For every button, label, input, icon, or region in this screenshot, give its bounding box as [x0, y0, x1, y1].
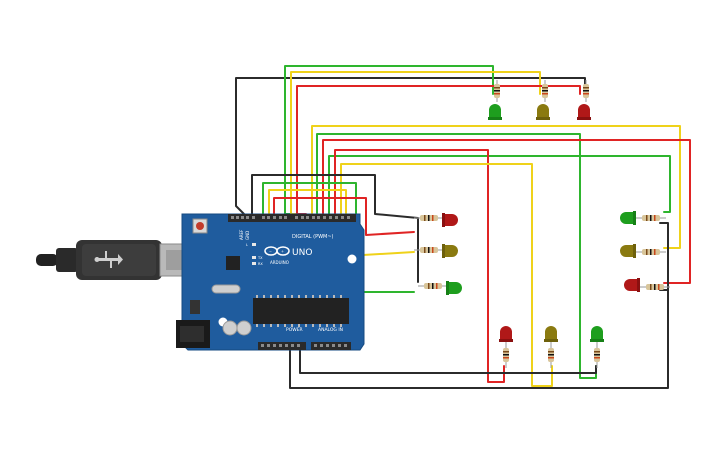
led-icon[interactable]: [624, 278, 640, 292]
wire-yellow-right[interactable]: [311, 125, 681, 249]
arduino-brand-text: ARDUINO: [270, 260, 289, 265]
resistor-icon[interactable]: [583, 80, 589, 102]
led-icon[interactable]: [536, 104, 550, 120]
wire-black-gnd-left[interactable]: [251, 174, 419, 283]
wire-green-left[interactable]: [262, 182, 415, 293]
analog-label: ANALOG IN: [318, 327, 343, 333]
led-icon[interactable]: [442, 213, 458, 227]
wire-yellow-bottom[interactable]: [340, 163, 553, 387]
resistor-icon[interactable]: [494, 80, 500, 102]
l-label: L: [246, 243, 248, 247]
led-icon[interactable]: [620, 244, 636, 258]
resistor-icon[interactable]: [542, 80, 548, 102]
wire-black-gnd-bottom2[interactable]: [299, 344, 597, 374]
atmega-chip: [253, 298, 349, 324]
resistor-icon[interactable]: [503, 342, 509, 368]
power-label: POWER: [286, 327, 303, 333]
wire-green-bottom-right[interactable]: [316, 133, 597, 379]
digital-header: [228, 214, 356, 222]
arduino-uno-board[interactable]: AREF GND DIGITAL (PWM~) − + UNO ARDUINO …: [176, 213, 365, 351]
resistor-icon[interactable]: [414, 247, 444, 253]
resistor-icon[interactable]: [636, 249, 666, 255]
top-traffic-light: [488, 80, 591, 120]
wire-red-right[interactable]: [322, 139, 691, 284]
led-icon[interactable]: [446, 281, 462, 295]
analog-header: [311, 342, 351, 350]
digital-label: DIGITAL (PWM~): [292, 234, 334, 240]
resistor-icon[interactable]: [640, 284, 670, 290]
resistor-icon[interactable]: [414, 215, 444, 221]
right-traffic-light: [620, 211, 670, 292]
tx-label: TX: [257, 256, 263, 260]
bottom-traffic-light: [499, 326, 604, 368]
wire-yellow-left[interactable]: [268, 189, 415, 257]
led-icon[interactable]: [499, 326, 513, 342]
gnd-label: GND: [245, 231, 250, 240]
wire-red-bottom[interactable]: [334, 149, 505, 383]
wire-black-gnd-top[interactable]: [235, 77, 586, 217]
led-icon[interactable]: [442, 244, 458, 258]
arduino-logo-icon: − +: [264, 246, 290, 256]
rx-label: RX: [258, 262, 263, 266]
led-icon[interactable]: [544, 326, 558, 342]
uno-logo-text: UNO: [292, 248, 312, 258]
resistor-icon[interactable]: [636, 215, 666, 221]
wires: [235, 65, 691, 389]
resistor-icon[interactable]: [548, 342, 554, 368]
left-traffic-light: [414, 213, 462, 295]
usb-cable-icon: [36, 240, 201, 280]
led-icon[interactable]: [488, 104, 502, 120]
resistor-icon[interactable]: [418, 283, 448, 289]
led-icon[interactable]: [620, 211, 636, 225]
aref-label: AREF: [239, 229, 244, 240]
led-icon[interactable]: [577, 104, 591, 120]
svg-text:−: −: [269, 250, 272, 254]
resistor-icon[interactable]: [594, 342, 600, 368]
svg-text:+: +: [281, 250, 284, 254]
led-icon[interactable]: [590, 326, 604, 342]
wire-red-left[interactable]: [273, 197, 415, 236]
wire-black-gnd-right-stub[interactable]: [659, 222, 669, 291]
